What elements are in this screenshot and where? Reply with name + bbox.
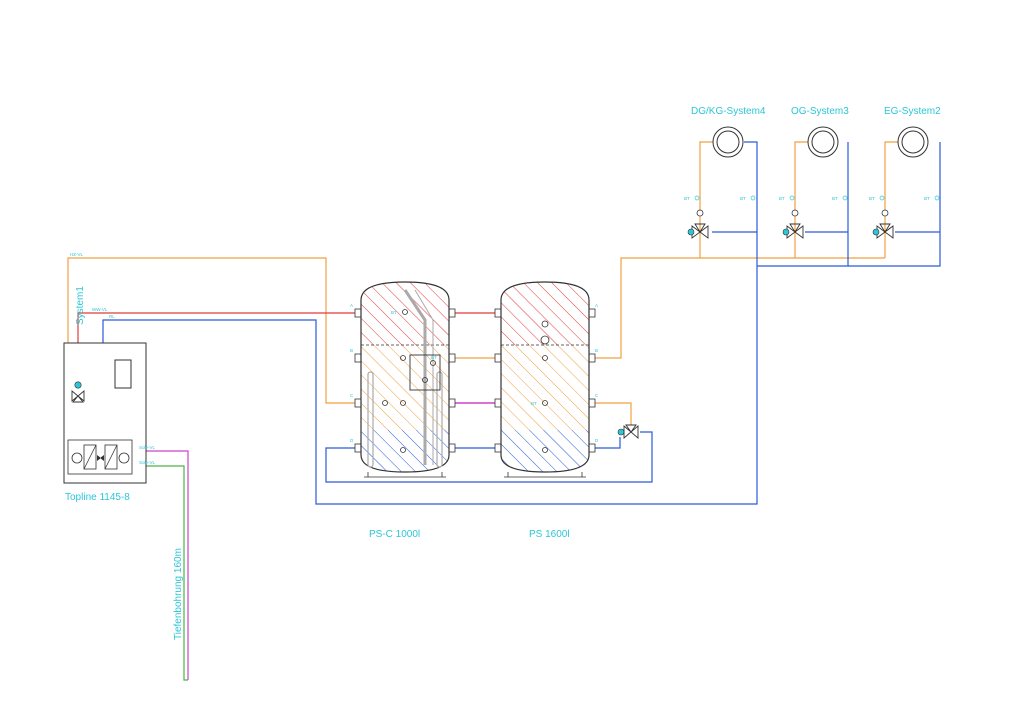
brine-pipes (132, 450, 189, 681)
tank2-mixing-valve (617, 424, 639, 439)
tank1-port-b-label: B (350, 348, 353, 353)
return-pipes (102, 141, 941, 505)
borehole-label: Tiefenbohrung 160m (173, 548, 184, 640)
storage-tank-1 (354, 281, 456, 478)
rl-label: RL (109, 314, 115, 319)
circuit2-return-sensor-label: BT (832, 196, 838, 201)
heat-pump (63, 342, 147, 484)
sole-vl-label-1: Sole-VL (139, 445, 156, 450)
circuit-sensor-markers (694, 195, 940, 201)
circuit1-supply-sensor-label: BT (684, 196, 690, 201)
tank2-sensor-mid-label: BT (531, 401, 537, 406)
heating-circuit-2 (782, 126, 839, 239)
tank1-sensor-top-label: BT (391, 310, 397, 315)
heat-pump-label: Topline 1145-8 (65, 492, 130, 503)
tank1-port-d-label: D (350, 438, 354, 443)
circuit-label-og: OG-System3 (791, 106, 849, 117)
hz-vl-label: HZ-VL (70, 252, 83, 257)
circuit-label-dg-kg: DG/KG-System4 (691, 106, 766, 117)
sole-vl-label-2: Sole-VL (139, 460, 156, 465)
tank1-sensor-mid-label: BT (431, 355, 437, 360)
heating-circuit-1 (687, 126, 744, 239)
system1-label: System1 (75, 286, 86, 325)
circuit2-supply-sensor-label: BT (779, 196, 785, 201)
ww-vl-label: WW-VL (92, 307, 108, 312)
circuit1-return-sensor-label: BT (740, 196, 746, 201)
storage-tank-2 (494, 281, 596, 478)
tank2-port-c-label: C (595, 393, 599, 398)
tank2-port-a-label: A (595, 303, 598, 308)
circuit3-supply-sensor-label: BT (869, 196, 875, 201)
tank2-label: PS 1600l (529, 529, 570, 540)
tank1-port-c-label: C (350, 393, 354, 398)
heating-circuit-3 (872, 126, 929, 239)
circuit-label-eg: EG-System2 (884, 106, 941, 117)
tank1-port-a-label: A (350, 303, 353, 308)
tank2-port-d-label: D (595, 438, 599, 443)
tank2-port-b-label: B (595, 348, 598, 353)
circuit3-return-sensor-label: BT (924, 196, 930, 201)
heating-supply-pipes (67, 141, 898, 425)
tank1-label: PS-C 1000l (369, 529, 420, 540)
